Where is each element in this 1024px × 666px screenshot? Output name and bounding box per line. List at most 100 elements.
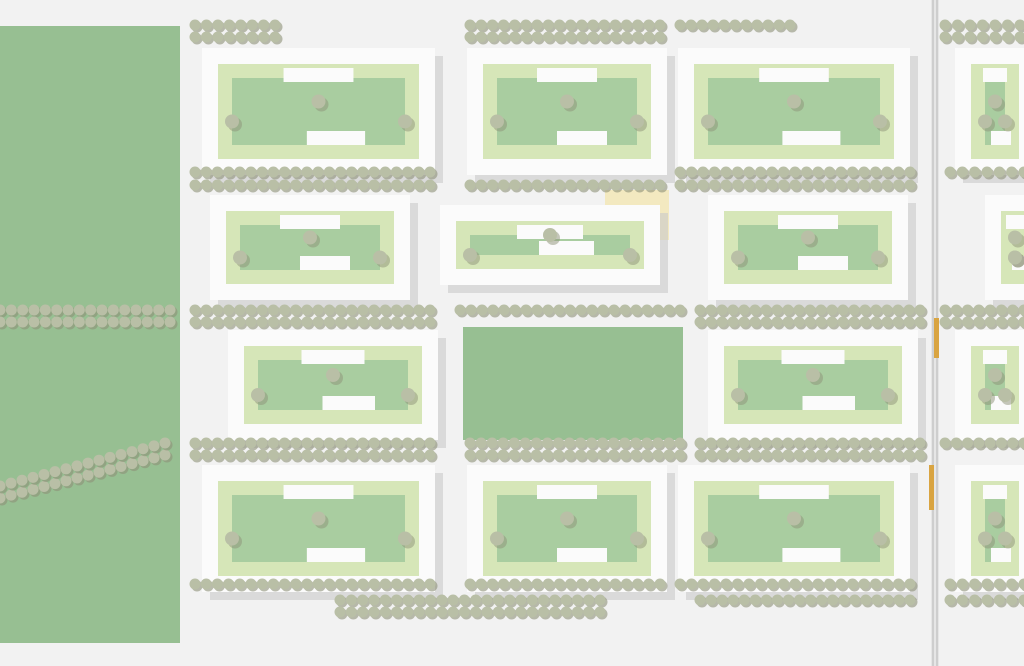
tree [694, 437, 706, 449]
tree [5, 316, 17, 328]
tree [245, 449, 257, 461]
tree [749, 304, 761, 316]
tree [312, 578, 324, 590]
tree [870, 179, 881, 191]
tree [542, 31, 554, 43]
tree [904, 578, 916, 590]
tree [498, 578, 510, 590]
tree [520, 31, 532, 43]
tree [609, 31, 621, 43]
tree [609, 19, 621, 31]
tree [732, 179, 743, 191]
tree [989, 31, 1001, 43]
building-wing [991, 548, 1011, 562]
tree [96, 316, 108, 328]
tree [755, 179, 766, 191]
tree [424, 594, 436, 606]
tree [542, 578, 554, 590]
tree [212, 31, 224, 43]
tree [245, 179, 257, 191]
tree [893, 166, 904, 178]
tree [334, 166, 346, 178]
tree [402, 179, 414, 191]
tree [402, 578, 414, 590]
tree [720, 578, 732, 590]
tree [279, 449, 291, 461]
tree [301, 304, 313, 316]
tree [597, 437, 609, 449]
tree [235, 19, 247, 31]
tree [826, 304, 838, 316]
building-wing [283, 485, 354, 499]
tree [312, 304, 324, 316]
tree [1002, 31, 1013, 43]
tree [509, 179, 521, 191]
tree [892, 437, 904, 449]
tree [587, 31, 599, 43]
tree [279, 316, 291, 328]
tree [587, 578, 599, 590]
tree [258, 19, 270, 31]
tree [871, 594, 883, 606]
tree [93, 454, 105, 466]
tree [402, 316, 414, 328]
tree [301, 316, 313, 328]
tree [481, 606, 493, 618]
tree [334, 179, 346, 191]
tree [279, 304, 291, 316]
tree [815, 437, 827, 449]
building-wing [991, 131, 1011, 145]
tree [508, 449, 520, 461]
tree [939, 437, 951, 449]
tree [211, 316, 223, 328]
tree [1006, 578, 1018, 590]
tree [740, 19, 752, 31]
tree [464, 179, 476, 191]
tree [323, 437, 335, 449]
tree [727, 594, 739, 606]
tree [1008, 230, 1022, 245]
tree [368, 449, 380, 461]
tree [234, 304, 246, 316]
tree [323, 179, 335, 191]
tree [357, 594, 369, 606]
tree [630, 449, 642, 461]
tree [1018, 437, 1024, 449]
tree [82, 469, 94, 481]
tree [1018, 304, 1024, 316]
tree [49, 478, 61, 490]
tree [837, 316, 849, 328]
building-wing [537, 68, 597, 82]
tree [225, 531, 239, 546]
tree [159, 449, 171, 461]
tree [904, 594, 916, 606]
tree [575, 449, 587, 461]
tree [1018, 316, 1024, 328]
park-lawn [0, 26, 180, 643]
tree [620, 179, 632, 191]
tree [727, 316, 739, 328]
tree [586, 437, 598, 449]
tree [598, 31, 610, 43]
tree [402, 166, 414, 178]
tree [0, 316, 6, 328]
tree [211, 437, 223, 449]
tree [301, 179, 313, 191]
tree [490, 114, 504, 129]
tree [486, 31, 498, 43]
tree [1018, 166, 1024, 178]
tree [654, 31, 666, 43]
tree [686, 578, 697, 590]
tree [326, 368, 340, 382]
tree [847, 166, 858, 178]
tree [623, 248, 637, 262]
tree [749, 437, 761, 449]
tree [357, 606, 369, 618]
tree [211, 166, 223, 178]
tree [530, 437, 542, 449]
tree [520, 304, 532, 316]
tree [663, 437, 675, 449]
tree [870, 316, 882, 328]
tree [279, 578, 291, 590]
tree [424, 578, 436, 590]
